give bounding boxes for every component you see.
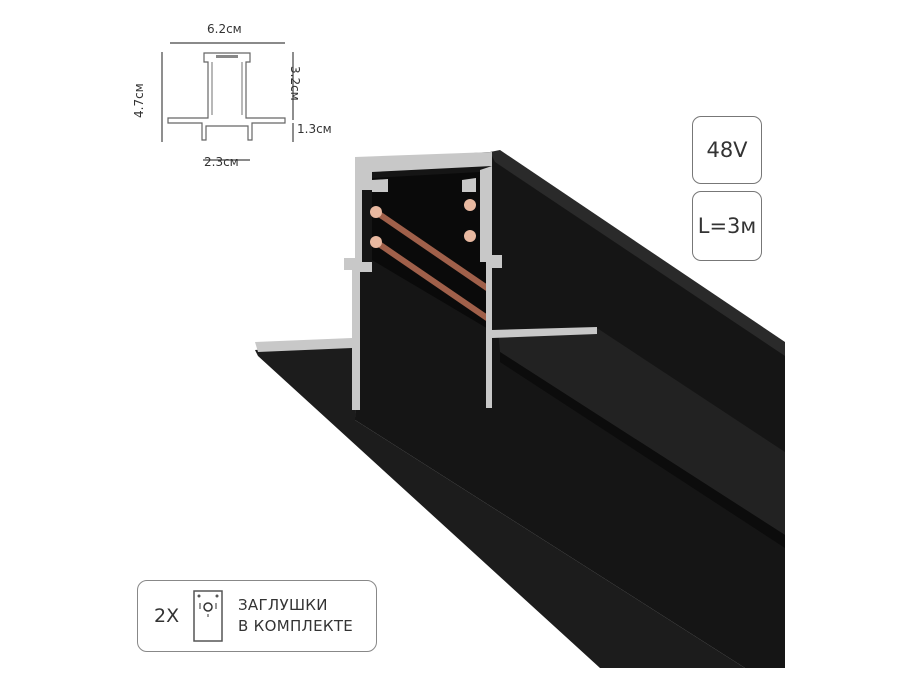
length-badge: L=3м [692,191,762,261]
end-cap-icon [193,590,223,642]
copper-rail [374,239,492,323]
dim-height-lower: 1.3см [297,122,332,136]
dim-width: 6.2см [207,22,242,36]
kit-label-line1: ЗАГЛУШКИ [238,596,328,614]
kit-label-line2: В КОМПЛЕКТЕ [238,617,354,635]
track-right-flange [498,328,785,535]
dim-bottom-width: 2.3см [204,155,239,169]
aluminum-profile [255,152,597,410]
kit-quantity: 2X [154,605,180,627]
end-caps-included-box: 2X ЗАГЛУШКИ В КОМПЛЕКТЕ [137,580,377,652]
cross-section-drawing [161,42,294,161]
copper-rail [374,209,492,293]
track-lower-left-face [255,342,745,668]
track-top-face [490,150,785,356]
voltage-badge: 48V [692,116,762,184]
